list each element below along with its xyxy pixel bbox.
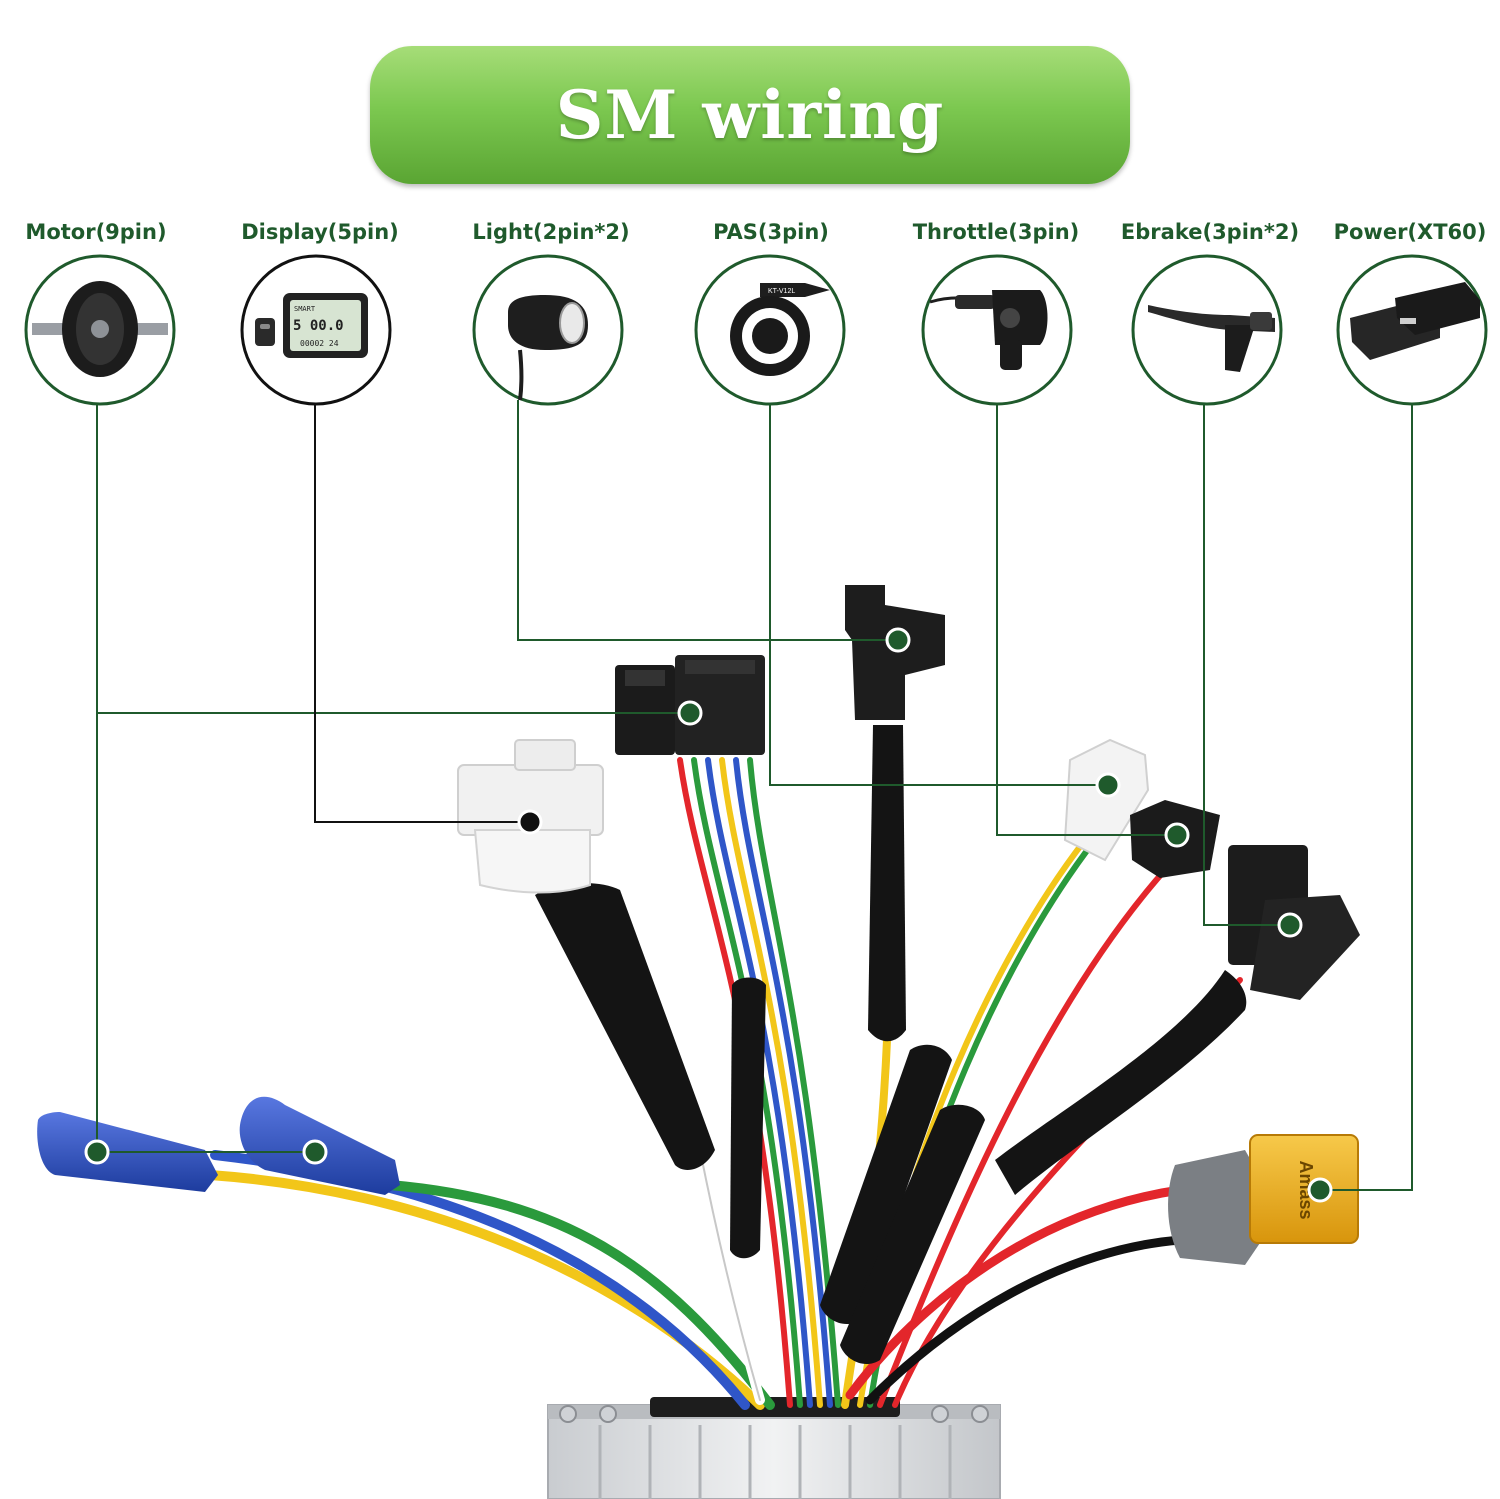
connection-lines (96, 400, 1413, 1191)
label-display: Display(5pin) (241, 220, 399, 244)
title-banner: SM wiring (370, 46, 1130, 184)
pas-model-text: KT-V12L (768, 288, 795, 295)
line-throttle (996, 405, 1177, 836)
motor-hall-connector (615, 655, 765, 755)
display-connector (457, 739, 604, 894)
line-light (517, 400, 898, 641)
label-pas: PAS(3pin) (713, 220, 829, 244)
hub-motor-icon (24, 254, 176, 406)
page-title: SM wiring (555, 76, 945, 154)
pas-sensor-icon: KT-V12L (694, 254, 846, 406)
screw-icon (559, 1405, 577, 1423)
lcd-display-icon: SMART 5 00.0 00002 24 (240, 254, 392, 406)
display-mode-text: SMART (294, 305, 316, 313)
display-odo-text: 00002 24 (300, 339, 339, 348)
screw-icon (971, 1405, 989, 1423)
dot-light (885, 627, 911, 653)
connection-dots (84, 627, 1333, 1203)
label-light: Light(2pin*2) (472, 220, 630, 244)
headlight-icon (472, 254, 624, 406)
dot-throttle (1164, 822, 1190, 848)
screw-icon (599, 1405, 617, 1423)
label-motor: Motor(9pin) (25, 220, 167, 244)
dot-motor-phase-2 (302, 1139, 328, 1165)
thumb-throttle-icon (921, 254, 1073, 406)
label-throttle: Throttle(3pin) (912, 220, 1080, 244)
light-connector (845, 585, 945, 720)
dot-ebrake (1277, 912, 1303, 938)
dot-power (1307, 1177, 1333, 1203)
line-pas (769, 405, 1108, 786)
line-display (314, 405, 530, 823)
dot-motor-phase (84, 1139, 110, 1165)
battery-connector-icon (1336, 254, 1488, 406)
controller-box (547, 1397, 1001, 1499)
line-ebrake (1203, 405, 1290, 926)
wire-bundle (205, 757, 1243, 1410)
heat-shrink-sleeves (535, 725, 1247, 1365)
xt60-connector: Amass (1168, 1134, 1359, 1265)
dot-motor-hall (677, 700, 703, 726)
brake-lever-icon (1131, 254, 1283, 406)
xt60-brand: Amass (1296, 1160, 1316, 1219)
line-power (1320, 405, 1413, 1191)
screw-icon (931, 1405, 949, 1423)
label-power: Power(XT60) (1333, 220, 1487, 244)
display-speed-text: 5 00.0 (293, 318, 344, 334)
dot-display (517, 809, 543, 835)
pas-connector (1063, 738, 1150, 862)
label-ebrake: Ebrake(3pin*2) (1120, 220, 1300, 244)
dot-pas (1095, 772, 1121, 798)
